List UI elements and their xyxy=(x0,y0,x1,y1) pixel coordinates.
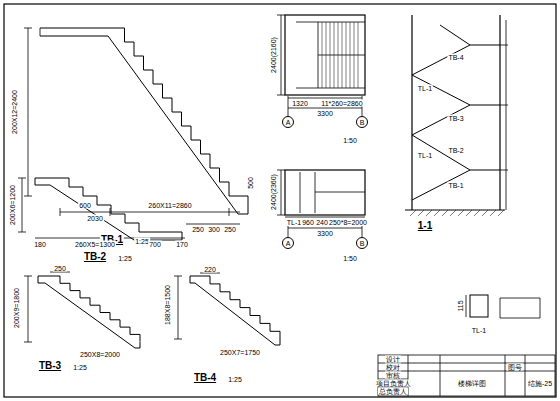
stair-step xyxy=(442,210,448,216)
dimension-label: TB-4 xyxy=(447,54,464,61)
stair-step xyxy=(338,22,339,88)
dimension-label: 300 xyxy=(207,226,221,233)
dimension-label: 1:25 xyxy=(227,376,243,383)
stair-step xyxy=(450,210,456,216)
axis-bubble: A xyxy=(282,237,294,249)
stair-step xyxy=(322,22,323,88)
stair-step xyxy=(346,22,347,88)
dimension-label: 2400(2160) xyxy=(270,36,277,74)
dimension-label: 240 xyxy=(315,219,329,226)
stair-step xyxy=(482,210,488,216)
stair-step xyxy=(434,210,440,216)
dimension-label: TL-1 xyxy=(417,152,433,159)
dimension-label: 188X8=1500 xyxy=(164,284,171,326)
stair-step xyxy=(326,22,327,88)
axis-bubble: B xyxy=(356,116,368,128)
dimension-label: 180 xyxy=(33,241,47,248)
stair-step xyxy=(200,276,280,339)
dimension-label: TL-1 xyxy=(417,85,433,92)
axis-bubble: A xyxy=(282,116,294,128)
dimension-label: 250X7=1750 xyxy=(219,349,261,356)
drawing-title: 1-1 xyxy=(417,221,433,231)
dimension-label: 170 xyxy=(175,241,189,248)
dimension-label: 11*260=2860 xyxy=(320,100,363,107)
axis-letter: A xyxy=(286,119,291,126)
stair-step xyxy=(474,210,480,216)
stair-step xyxy=(115,28,229,196)
axis-bubble: B xyxy=(356,237,368,249)
dimension-label: 260X11=2860 xyxy=(147,202,192,209)
dimension-label: 115 xyxy=(457,299,464,312)
stair-step xyxy=(426,210,432,216)
stair-step xyxy=(410,210,416,216)
dimension-label: TB-3 xyxy=(447,115,464,122)
dimension-label: 3300 xyxy=(316,110,334,117)
dimension-label: 设计 xyxy=(385,356,401,363)
dimension-label: 总负责人 xyxy=(378,388,408,395)
dimension-label: 1:50 xyxy=(342,255,358,262)
stair-step xyxy=(342,22,343,88)
stair-step xyxy=(490,210,496,216)
dimension-label: 700 xyxy=(148,241,162,248)
axis-letter: A xyxy=(286,240,291,247)
dimension-label: 250 xyxy=(191,226,205,233)
dimension-label: 250X8=2000 xyxy=(79,351,121,358)
dimension-label: 图号 xyxy=(507,364,523,371)
stair-step xyxy=(458,210,464,216)
drawing-title: TB-4 xyxy=(193,373,217,383)
dimension-label: 1320 xyxy=(291,100,309,107)
stair-step xyxy=(50,276,140,342)
dimension-label: 校对 xyxy=(385,364,401,371)
dimension-label: 250*8=2000 xyxy=(328,219,368,226)
dimension-label: 200X6=1200 xyxy=(9,184,16,226)
dimension-label: 结施-25 xyxy=(527,380,553,387)
axis-letter: B xyxy=(360,240,365,247)
stair-step xyxy=(330,22,331,88)
dimension-label: 500 xyxy=(247,176,254,190)
dimension-label: 250 xyxy=(223,226,237,233)
dimension-label: 项目负责人 xyxy=(375,380,412,387)
dimension-label: 1:25 xyxy=(72,364,88,371)
dimension-label: TL-1 xyxy=(286,219,302,226)
dimension-label: 260X5=1300 xyxy=(74,241,116,248)
stair-step xyxy=(354,22,355,88)
dimension-label: 220 xyxy=(203,266,217,273)
dimension-label: 960 xyxy=(301,219,315,226)
stair-step xyxy=(498,210,504,216)
stair-step xyxy=(350,22,351,88)
dimension-label: 2030 xyxy=(86,215,104,222)
stair-step xyxy=(466,210,472,216)
drawing-title: TB-3 xyxy=(38,361,62,371)
stair-step xyxy=(358,22,359,88)
stair-step xyxy=(55,178,139,232)
axis-letter: B xyxy=(360,119,365,126)
dimension-label: TL-1 xyxy=(471,327,487,334)
dimension-label: 楼梯详图 xyxy=(457,380,487,387)
dimension-label: TB-1 xyxy=(447,182,464,189)
dimension-label: 1:50 xyxy=(342,137,358,144)
dimension-label: 3300 xyxy=(316,230,334,237)
dimension-label: TB-2 xyxy=(447,147,464,154)
dimension-label: 250 xyxy=(53,265,67,272)
dimension-label: 600 xyxy=(78,202,92,209)
stair-step xyxy=(418,210,424,216)
dimension-label: 审核 xyxy=(385,372,401,379)
stair-step xyxy=(334,22,335,88)
dimension-label: 2400(2360) xyxy=(270,173,277,211)
dimension-label: 1:25 xyxy=(117,255,133,262)
dimension-label: 200X9=1800 xyxy=(13,287,20,329)
drawing-title: TB-2 xyxy=(83,252,107,262)
dimension-label: 200X12=2400 xyxy=(11,89,18,135)
